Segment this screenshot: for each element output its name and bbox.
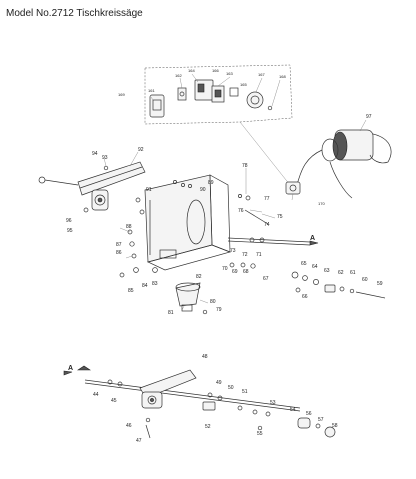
part-labels: 162 164 163 166 167 168 169 161 165 97 1… <box>66 68 383 444</box>
motor-97 <box>285 129 392 199</box>
label-97: 97 <box>366 114 372 120</box>
label-66: 66 <box>302 294 308 300</box>
label-96: 96 <box>66 218 72 224</box>
page-title: Model No.2712 Tischkreissäge <box>6 8 143 19</box>
label-90: 90 <box>200 187 206 193</box>
direction-arrow-bottom <box>77 365 91 371</box>
label-70: 70 <box>222 266 228 272</box>
label-81: 81 <box>168 310 174 316</box>
label-50: 50 <box>228 385 234 391</box>
label-62: 62 <box>338 270 344 276</box>
direction-marker-bottom: A <box>68 365 73 372</box>
label-88: 88 <box>126 224 132 230</box>
label-91: 91 <box>146 187 152 193</box>
label-164: 164 <box>188 68 195 73</box>
label-60: 60 <box>362 277 368 283</box>
label-84: 84 <box>142 283 148 289</box>
label-58: 58 <box>332 423 338 429</box>
leader-lines <box>103 73 367 311</box>
label-161: 161 <box>148 88 155 93</box>
label-168: 168 <box>279 74 286 79</box>
label-56: 56 <box>306 411 312 417</box>
label-53: 53 <box>270 400 276 406</box>
label-46: 46 <box>126 423 132 429</box>
switch-inset <box>144 64 293 125</box>
label-73: 73 <box>230 248 236 254</box>
label-78: 78 <box>242 163 248 169</box>
label-162: 162 <box>175 73 182 78</box>
label-55: 55 <box>257 431 263 437</box>
label-85: 85 <box>128 288 134 294</box>
label-163: 163 <box>226 71 233 76</box>
label-72: 72 <box>242 252 248 258</box>
label-166: 166 <box>212 68 219 73</box>
label-67: 67 <box>263 276 269 282</box>
label-95: 95 <box>67 228 73 234</box>
label-71: 71 <box>256 252 262 258</box>
label-77: 77 <box>264 196 270 202</box>
right-shaft-assembly <box>227 194 319 269</box>
label-68: 68 <box>243 269 249 275</box>
label-87: 87 <box>116 242 122 248</box>
label-86: 86 <box>116 250 122 256</box>
left-bracket-assembly <box>38 161 146 213</box>
label-63: 63 <box>324 268 330 274</box>
dust-chute <box>175 282 208 315</box>
label-61: 61 <box>350 270 356 276</box>
label-57: 57 <box>318 417 324 423</box>
label-44: 44 <box>93 392 99 398</box>
label-65: 65 <box>301 261 307 267</box>
label-45: 45 <box>111 398 117 404</box>
label-51: 51 <box>242 389 248 395</box>
main-frame <box>135 174 232 271</box>
label-83: 83 <box>152 281 158 287</box>
label-93: 93 <box>102 155 108 161</box>
label-169: 169 <box>118 92 125 97</box>
direction-marker-top: A <box>310 235 315 242</box>
label-76: 76 <box>238 208 244 214</box>
label-52: 52 <box>205 424 211 430</box>
label-94: 94 <box>92 151 98 157</box>
label-54: 54 <box>290 407 296 413</box>
right-parts-chain <box>291 271 386 299</box>
label-92: 92 <box>138 147 144 153</box>
label-167: 167 <box>258 72 265 77</box>
label-82: 82 <box>196 274 202 280</box>
label-64: 64 <box>312 264 318 270</box>
label-47: 47 <box>136 438 142 444</box>
bottom-assembly <box>63 369 336 439</box>
label-80: 80 <box>210 299 216 305</box>
label-74: 74 <box>264 222 270 228</box>
label-170: 170 <box>318 201 325 206</box>
label-59: 59 <box>377 281 383 287</box>
label-89: 89 <box>208 180 214 186</box>
label-69: 69 <box>232 269 238 275</box>
label-165: 165 <box>240 82 247 87</box>
label-48: 48 <box>202 354 208 360</box>
label-75: 75 <box>277 214 283 220</box>
label-49: 49 <box>216 380 222 386</box>
label-79: 79 <box>216 307 222 313</box>
